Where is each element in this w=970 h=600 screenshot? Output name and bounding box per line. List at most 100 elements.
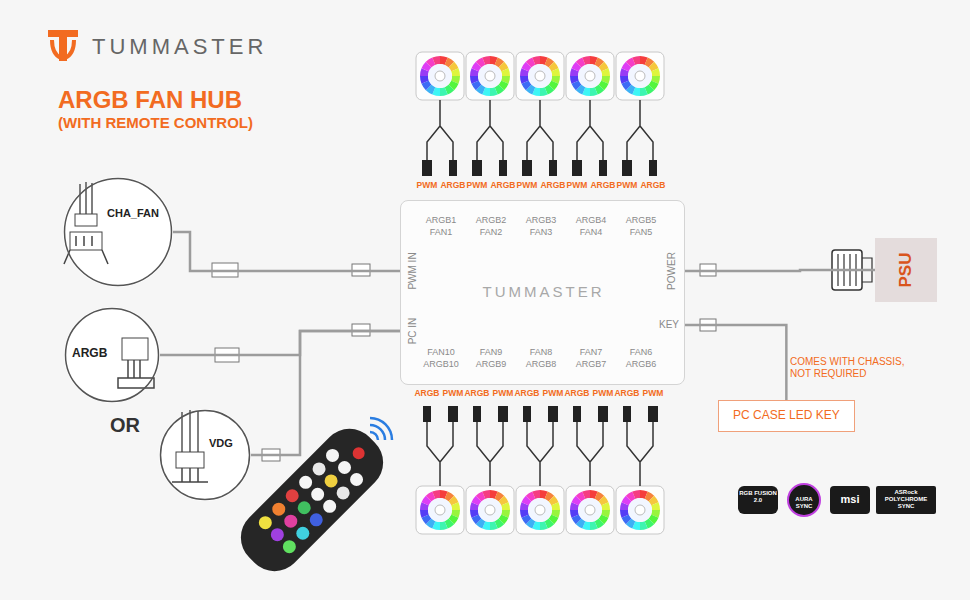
connector-closeups (63, 177, 251, 501)
illustration-part (280, 537, 298, 555)
illustration-part (635, 71, 645, 81)
illustration-part (628, 498, 652, 522)
illustration-part (627, 100, 653, 160)
illustration-part (451, 68, 460, 76)
illustration-part (347, 470, 365, 488)
illustration-part (432, 490, 440, 499)
illustration-part (432, 56, 440, 65)
illustration-part (528, 64, 552, 88)
illustration-part (449, 160, 457, 176)
illustration-part (520, 76, 529, 84)
port-name: FAN8 ARGB8 (521, 347, 561, 370)
port-name: FAN7 ARGB7 (571, 347, 611, 370)
sync-logo: RGB FUSION 2.0 (739, 490, 777, 504)
illustration-part (296, 473, 314, 491)
port-name: ARGB3 FAN3 (521, 215, 561, 238)
illustration-part (440, 87, 448, 96)
cable (684, 325, 786, 400)
illustration-part (322, 472, 340, 490)
port-label: ARGB1 FAN1 (421, 215, 461, 241)
illustration-part (270, 500, 288, 518)
illustration-part (632, 490, 640, 499)
port-name: PC IN (407, 318, 419, 345)
rgb-fan (466, 52, 514, 100)
plug-name: ARGB (590, 181, 615, 191)
illustration-part (528, 498, 552, 522)
sync-logo: AURA SYNC (788, 496, 820, 510)
rgb-fan (566, 52, 614, 100)
brand-name: TUMMASTER (92, 34, 267, 59)
illustration-part (578, 498, 602, 522)
port-label: ARGB2 FAN2 (471, 215, 511, 241)
illustration-part (478, 64, 502, 88)
connector-callout: CHA_FAN (63, 177, 173, 287)
illustration-part (320, 497, 338, 515)
illustration-part (520, 510, 529, 518)
illustration-part (440, 521, 448, 530)
port-label: FAN8 ARGB8 (521, 347, 561, 373)
illustration-part (582, 490, 590, 499)
illustration-part (335, 458, 353, 476)
plug-name: ARGB (440, 181, 465, 191)
port-name: ARGB1 FAN1 (421, 215, 461, 238)
port-name: ARGB2 FAN2 (471, 215, 511, 238)
cable (173, 232, 401, 271)
port-label: ARGB4 FAN4 (571, 215, 611, 241)
callout-circle (159, 409, 251, 501)
plug-name: PWM (417, 181, 438, 191)
illustration-part (532, 490, 540, 499)
illustration-part (435, 71, 445, 81)
illustration-part (599, 160, 607, 176)
illustration-part (601, 502, 610, 510)
illustration-part (628, 64, 652, 88)
alternative-word: OR (110, 414, 140, 437)
illustration-part (159, 409, 251, 501)
plug-name: PWM (543, 389, 564, 399)
node-label: ARGB (72, 347, 107, 361)
illustration-part (427, 100, 453, 160)
plug-name: PWM (593, 389, 614, 399)
plug-name: ARGB (564, 389, 589, 399)
rgb-fan (516, 52, 564, 100)
illustration-part (640, 87, 648, 96)
port-name: FAN10 ARGB10 (421, 347, 461, 370)
illustration-part (535, 505, 545, 515)
illustration-part (370, 425, 385, 440)
illustration-part (64, 307, 160, 403)
illustration-part (648, 406, 658, 422)
plug-name: PWM (443, 389, 464, 399)
plug-name: PWM (617, 181, 638, 191)
illustration-part (473, 406, 481, 422)
illustration-part (551, 502, 560, 510)
subtitle: (WITH REMOTE CONTROL) (58, 114, 253, 131)
illustration-part (601, 68, 610, 76)
illustration-part (651, 502, 660, 510)
illustration-part (52, 40, 74, 58)
illustration-part (423, 406, 431, 422)
illustration-part (570, 76, 579, 84)
illustration-part (582, 56, 590, 65)
illustration-part (466, 486, 514, 534)
illustration-part (485, 71, 495, 81)
illustration-part (590, 521, 598, 530)
illustration-part (282, 512, 300, 530)
illustration-part (738, 486, 778, 514)
illustration-part (566, 52, 614, 100)
illustration-part (176, 452, 204, 468)
illustration-part (649, 160, 657, 176)
plug-name: PWM (567, 181, 588, 191)
illustration-part (585, 71, 595, 81)
illustration-part (482, 490, 490, 499)
illustration-part (620, 510, 629, 518)
illustration-part (477, 100, 503, 160)
illustration-part (551, 68, 560, 76)
illustration-part (540, 87, 548, 96)
port-label: FAN9 ARGB9 (471, 347, 511, 373)
illustration-part (427, 422, 453, 486)
illustration-part (370, 418, 392, 440)
illustration-part (527, 100, 553, 160)
illustration-part (490, 521, 498, 530)
illustration-part (323, 446, 341, 464)
illustration-part (416, 486, 464, 534)
illustration-part (532, 56, 540, 65)
